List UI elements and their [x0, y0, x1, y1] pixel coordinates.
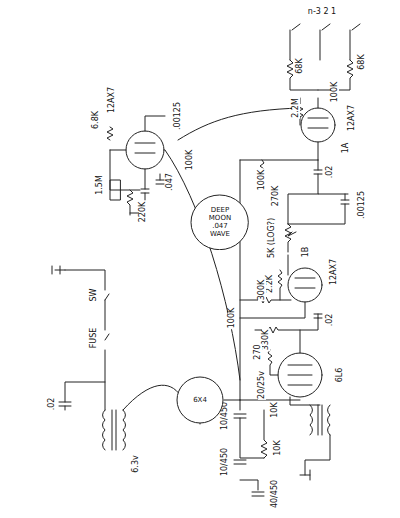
input-jacks [290, 24, 360, 60]
tube-symbol [301, 108, 335, 142]
part-label: 5K (LOG?) [268, 217, 276, 259]
part-label: 6L6 [336, 367, 344, 384]
part-label: 100K [258, 169, 266, 192]
tone-stack [288, 160, 349, 224]
part-label: .02 [326, 313, 334, 328]
part-label: 68K [296, 57, 304, 74]
part-label: 2.2K [266, 274, 274, 294]
node-text: 6X4 [190, 396, 210, 404]
part-label: .00125 [174, 101, 182, 131]
part-label: 270 [254, 343, 262, 360]
note-ellipse-shape [191, 195, 248, 250]
part-label: SW [90, 288, 98, 303]
part-label: 68K [358, 53, 366, 70]
resistor-symbol [240, 270, 291, 303]
oscillator-network [107, 116, 165, 215]
part-label: 12AX7 [348, 104, 356, 132]
part-label: 40/450 [271, 479, 279, 509]
part-label: .02 [48, 397, 56, 412]
tube-electrodes [308, 98, 328, 160]
pot-symbol [285, 224, 291, 252]
rectangle-box [110, 180, 120, 200]
supply-rail [240, 160, 318, 400]
part-label: 10K [274, 439, 282, 456]
part-label: .02 [326, 165, 334, 180]
part-label: n-3 2 1 [307, 8, 337, 16]
rectifier-tube-shape [177, 377, 223, 423]
part-label: 300K [258, 279, 266, 302]
tube-symbol [288, 268, 322, 302]
rectifier-tube: 6X4 [176, 376, 224, 424]
tube-electrodes [240, 255, 315, 318]
part-label: 6.8K [92, 110, 100, 130]
mains-input [52, 266, 109, 410]
part-label: 2.2M [292, 97, 300, 119]
part-label: 10/450 [221, 447, 229, 477]
node-text: DEEP MOON .047 WAVE [203, 206, 237, 238]
filter-caps [234, 400, 267, 496]
part-label: 1.5M [96, 174, 104, 196]
part-label: 330K [262, 329, 270, 352]
part-label: .00125 [358, 190, 366, 220]
part-label: 100K [228, 307, 236, 330]
part-label: 1A [342, 142, 350, 155]
signal-wire [165, 108, 300, 380]
part-label: 12AX7 [108, 86, 116, 114]
wiper-arrow [288, 232, 296, 236]
part-label: 20/25v [258, 370, 266, 400]
part-label: 10K [271, 401, 279, 418]
part-label: 1B [302, 246, 310, 259]
part-label: 220K [139, 201, 147, 224]
part-label: FUSE [90, 327, 98, 350]
part-label: 100K [331, 81, 339, 104]
part-label: 12AX7 [330, 258, 338, 286]
part-label: 6.3v [132, 454, 140, 473]
note-ellipse: DEEP MOON .047 WAVE [190, 194, 249, 251]
part-label: 270K [272, 185, 280, 208]
part-label: 100K [186, 149, 194, 172]
part-label: .047 [166, 172, 174, 192]
output-transformer [300, 405, 330, 480]
tube-symbol [126, 131, 164, 169]
tube-electrodes [268, 330, 320, 405]
